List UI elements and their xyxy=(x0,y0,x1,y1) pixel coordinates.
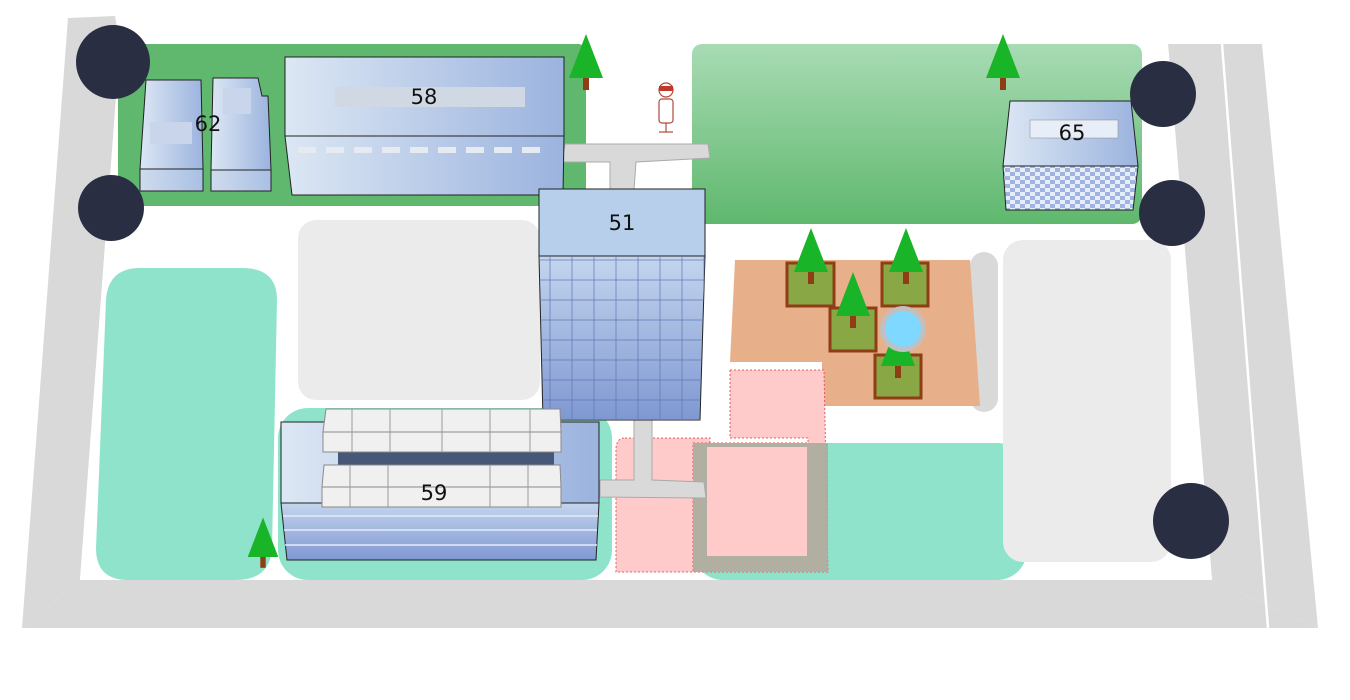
building-label: 58 xyxy=(411,85,438,109)
road-west xyxy=(22,16,120,628)
lawn-teal-west xyxy=(96,268,277,580)
pavement-parking-east xyxy=(1003,240,1171,562)
road-south xyxy=(22,580,1318,628)
planter-1 xyxy=(785,228,836,308)
plaza xyxy=(730,228,980,406)
markers xyxy=(76,25,1229,559)
planter-2 xyxy=(880,228,930,308)
pink-zone-overlap xyxy=(693,443,828,572)
building-label: 59 xyxy=(421,481,448,505)
dark-circle-marker[interactable] xyxy=(76,25,150,99)
building-59[interactable]: 59 xyxy=(280,408,600,561)
building-label: 65 xyxy=(1059,121,1086,145)
building-label: 51 xyxy=(609,211,636,235)
building-label: 62 xyxy=(195,112,222,136)
road-east-lane-line xyxy=(1220,43,1270,629)
person-icon[interactable] xyxy=(658,82,674,133)
building-58[interactable]: 58 xyxy=(284,56,565,196)
pavements xyxy=(298,220,1171,562)
road-east xyxy=(1168,44,1318,628)
pavement-parking-west xyxy=(298,220,540,400)
planter-4 xyxy=(873,322,923,400)
dark-circle-marker[interactable] xyxy=(1139,180,1205,246)
building-62[interactable]: 62 xyxy=(139,77,272,192)
fountain-icon[interactable] xyxy=(880,306,926,352)
dark-circle-marker[interactable] xyxy=(1153,483,1229,559)
bridge-south xyxy=(599,419,707,499)
dark-circle-marker[interactable] xyxy=(1130,61,1196,127)
building-65[interactable]: 65 xyxy=(1002,100,1139,211)
building-51[interactable]: 51 xyxy=(538,188,706,421)
planter-3 xyxy=(828,272,878,353)
pink-zone xyxy=(615,369,829,573)
dark-circle-marker[interactable] xyxy=(78,175,144,241)
